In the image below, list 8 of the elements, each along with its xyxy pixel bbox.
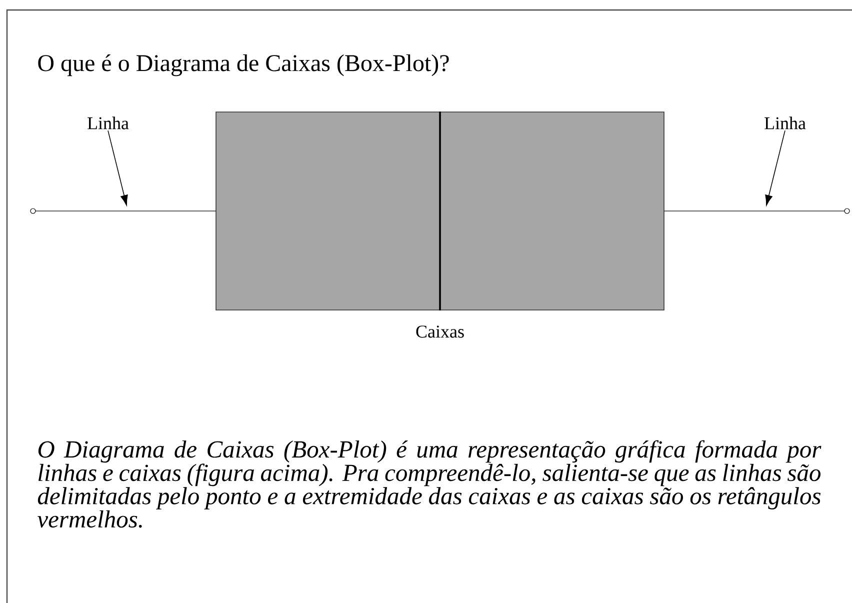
diagram-title: O que é o Diagrama de Caixas (Box-Plot)? (38, 54, 449, 76)
caption-paragraph: O Diagrama de Caixas (Box-Plot) é uma representação gráfica formada por linhas e caixas (figura acima). Pra compreendê-lo, salienta-se que as linhas são delimitadas pelo ponto e a extremidade das caixas e as caixas são os retângulos vermelhos. (38, 440, 822, 528)
leader-arrow (765, 130, 786, 206)
leader-arrow (108, 130, 128, 206)
box-caption: Caixas (416, 326, 464, 338)
line-label: Linha (88, 116, 129, 130)
box-plot-box (216, 112, 664, 310)
line-label: Linha (764, 116, 806, 130)
